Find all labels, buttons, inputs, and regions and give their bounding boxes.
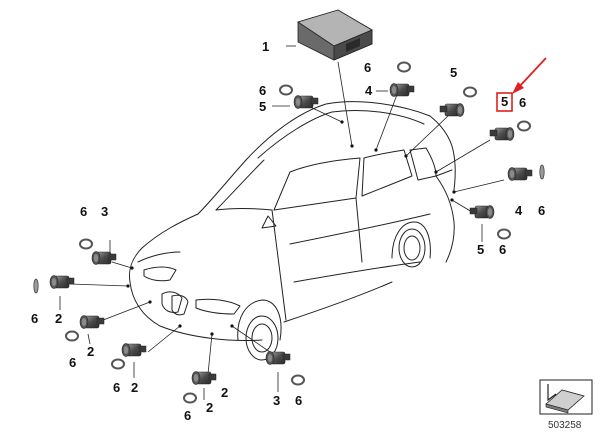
decoupling-ring-icon (497, 228, 511, 240)
pdc-sensor-icon (439, 103, 465, 117)
decoupling-ring-icon (79, 238, 93, 250)
callout-6: 6 (184, 408, 191, 423)
decoupling-ring-icon (539, 164, 545, 180)
decoupling-ring-icon (111, 358, 125, 370)
callout-2: 2 (87, 344, 94, 359)
callout-4: 4 (365, 83, 373, 98)
pdc-sensor-icon (489, 127, 515, 141)
vehicle-outline (129, 101, 456, 361)
leader-lines (59, 45, 505, 400)
red-pointer-arrow-icon (512, 57, 547, 94)
decoupling-ring-icon (33, 278, 39, 294)
callout-5: 5 (259, 99, 266, 114)
pdc-sensor-icon (469, 205, 495, 219)
decoupling-ring-icon (65, 330, 79, 342)
callout-1: 1 (262, 39, 269, 54)
pdc-sensor-icon (191, 371, 217, 385)
pdc-sensor-icon (293, 95, 319, 109)
callout-5: 5 (477, 242, 484, 257)
callout-labels: 1 6 5 6 4 5 5 6 4 6 5 6 6 3 6 2 2 6 2 6 … (31, 39, 545, 423)
callout-5-highlighted: 5 (501, 94, 508, 109)
callout-6: 6 (31, 311, 38, 326)
pdc-sensor-icon (389, 83, 415, 97)
decoupling-ring-icon (279, 84, 293, 96)
view-direction-icon (539, 379, 593, 415)
decoupling-ring-icon (397, 61, 411, 73)
decoupling-ring-icon (291, 374, 305, 386)
callout-2: 2 (221, 385, 228, 400)
callout-6: 6 (519, 95, 526, 110)
reference-number: 503258 (548, 420, 582, 431)
decoupling-ring-icon (183, 392, 197, 404)
callout-6: 6 (295, 393, 302, 408)
callout-2: 2 (55, 311, 62, 326)
callout-2: 2 (131, 380, 138, 395)
pdc-sensor-icon (79, 315, 105, 329)
pdc-sensor-icon (49, 275, 75, 289)
control-unit-box-icon (297, 9, 373, 61)
callout-6: 6 (364, 60, 371, 75)
pdc-sensor-icon (91, 251, 117, 265)
callout-6: 6 (69, 355, 76, 370)
callout-6: 6 (80, 204, 87, 219)
callout-6: 6 (538, 203, 545, 218)
callout-6: 6 (499, 242, 506, 257)
pdc-sensor-icon (121, 343, 147, 357)
callout-3: 3 (273, 393, 280, 408)
decoupling-ring-icon (463, 86, 477, 98)
highlight-box (496, 92, 513, 112)
callout-2: 2 (206, 400, 213, 415)
callout-6: 6 (259, 83, 266, 98)
pdc-sensor-icon (507, 167, 533, 181)
callout-5: 5 (450, 65, 457, 80)
callout-3: 3 (101, 204, 108, 219)
callout-6: 6 (113, 380, 120, 395)
pdc-sensor-icon (265, 351, 291, 365)
decoupling-ring-icon (517, 120, 531, 132)
callout-4: 4 (515, 203, 523, 218)
